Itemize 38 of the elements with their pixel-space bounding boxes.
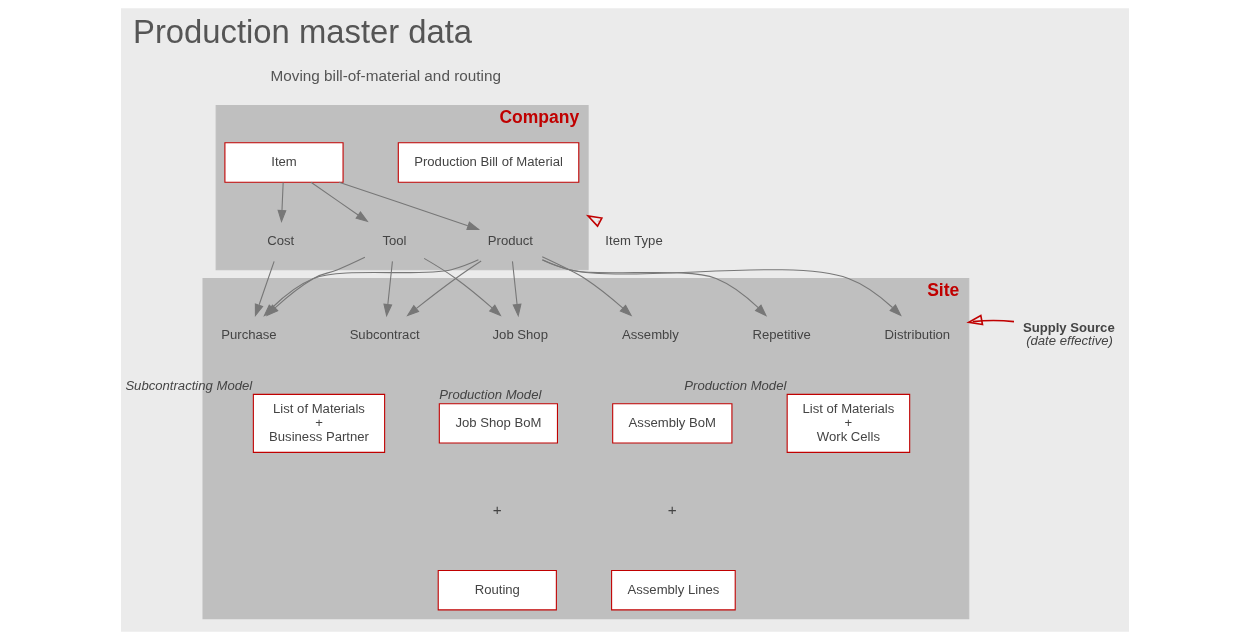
diagram-title: Production master data [133, 13, 473, 51]
arrow [541, 259, 902, 317]
arrow [383, 260, 393, 318]
arrow [338, 181, 481, 231]
arrow [277, 181, 287, 224]
node-label: Production Model [684, 377, 787, 393]
node-text: Product [487, 232, 534, 248]
node-box: Production Bill of Material [397, 142, 580, 183]
arrow [585, 214, 604, 228]
node-box: Assembly BoM [612, 403, 733, 444]
node-text: Tool [382, 232, 407, 248]
node-text: Repetitive [752, 326, 811, 342]
node-box: Job Shop BoM [438, 403, 558, 444]
label: + [667, 501, 677, 519]
label: + [492, 501, 502, 519]
arrow [310, 181, 369, 223]
arrow [423, 257, 502, 317]
arrow [406, 260, 482, 317]
node-box: Item [224, 142, 344, 183]
node-label: Subcontracting Model [125, 377, 253, 393]
node-text: Distribution [884, 326, 951, 342]
node-label: Production Model [439, 386, 542, 402]
node-text: Supply Source (date effective) [1022, 319, 1115, 348]
node-text: Subcontract [349, 326, 420, 342]
node-box: List of Materials + Business Partner [252, 393, 386, 453]
node-text: Item Type [605, 232, 663, 248]
node-box: Routing [437, 569, 557, 611]
node-text: Purchase [221, 326, 277, 342]
arrow [541, 259, 768, 317]
arrow [511, 260, 522, 318]
node-text: Assembly [622, 326, 679, 342]
node-box: Assembly Lines [611, 569, 736, 611]
node-text: Cost [267, 232, 295, 248]
node-text: Job Shop [492, 326, 548, 342]
label: Moving bill-of-material and routing [270, 67, 501, 85]
arrow [541, 256, 633, 317]
node-box: List of Materials + Work Cells [786, 393, 911, 453]
arrow [966, 314, 1015, 326]
